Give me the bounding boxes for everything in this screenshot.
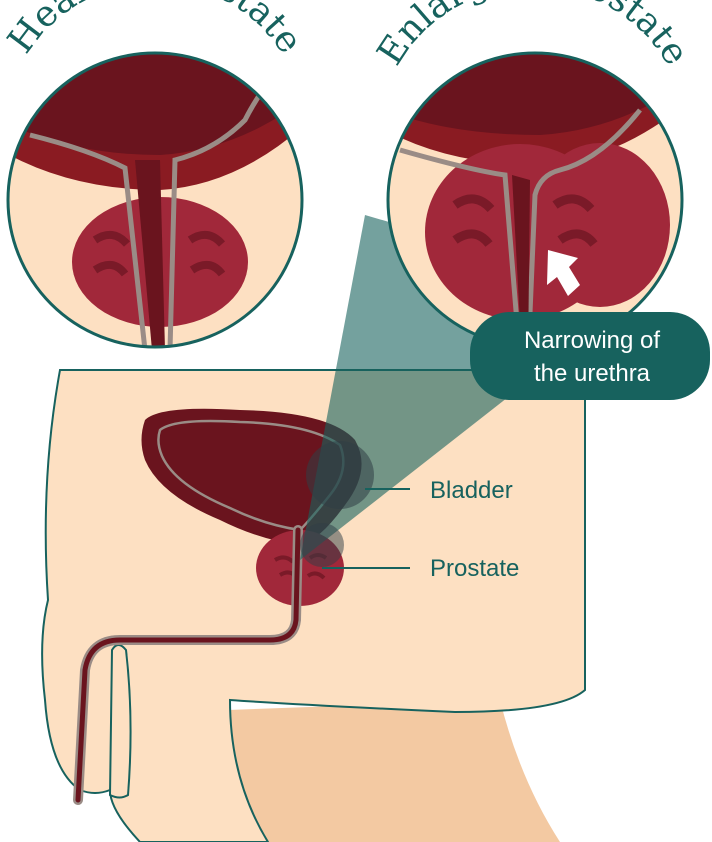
body-figure bbox=[42, 370, 585, 842]
label-bladder: Bladder bbox=[430, 477, 513, 504]
label-prostate: Prostate bbox=[430, 555, 519, 582]
penis-shape bbox=[110, 645, 131, 798]
zoom-focus-prostate bbox=[300, 523, 344, 567]
healthy-prostate-circle bbox=[0, 0, 310, 350]
zoom-focus-bladder bbox=[306, 441, 374, 509]
callout-line-2: the urethra bbox=[534, 360, 651, 387]
thigh-shadow bbox=[228, 700, 560, 842]
callout-line-1: Narrowing of bbox=[524, 327, 660, 354]
narrowing-callout: Narrowing of the urethra bbox=[470, 312, 710, 400]
